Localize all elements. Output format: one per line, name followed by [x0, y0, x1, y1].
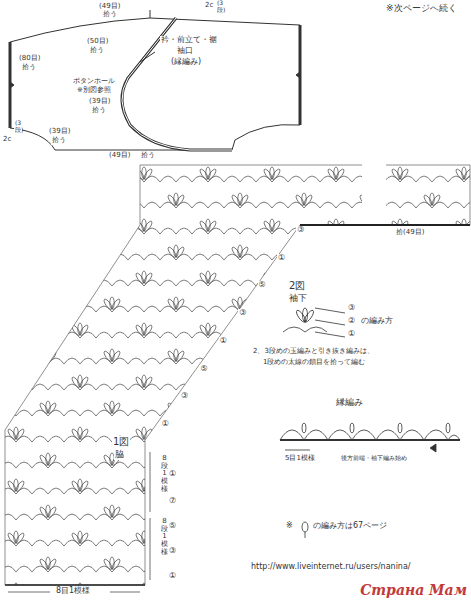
row-number-label: ①: [277, 254, 286, 263]
figure-title-label: 袖下: [288, 294, 308, 304]
note-label: 拾う: [21, 64, 37, 72]
row-number-label: ③: [347, 304, 356, 313]
stitch-count-label: (80目): [18, 55, 41, 63]
part-name-label: 衿・前立て・裾: [160, 36, 218, 45]
dimension-label: 2c: [2, 136, 12, 144]
row-number-label: ①: [161, 420, 170, 429]
stitch-count-label: (49目): [108, 152, 131, 160]
stitch-count-label: (39目): [88, 98, 111, 106]
stitch-count-label: 拾(49目): [395, 229, 425, 237]
note-label: 拾う: [51, 137, 67, 145]
dimension-label: (3段): [216, 0, 224, 13]
row-number-label: ①: [168, 470, 177, 479]
note-label: ※次ページへ続く: [385, 4, 458, 14]
note-label: 2、3段めの玉編みと引き抜き編みは、: [252, 348, 375, 356]
row-number-label: ①: [219, 337, 228, 346]
row-number-label: ⑤: [168, 522, 177, 531]
note-label: の編み方: [360, 317, 394, 326]
repeat-note-label: 5目1模様: [284, 455, 316, 463]
note-label: 拾う: [102, 11, 118, 19]
row-number-label: ③: [168, 547, 177, 556]
note-label: 1段めの太線の鎖目を拾って編む: [262, 359, 366, 367]
dimension-label: 2c: [204, 2, 214, 10]
row-number-label: ③: [296, 226, 305, 235]
watermark-label: http://www.liveinternet.ru/users/nanina/: [250, 563, 412, 572]
part-name-label: 袖口: [176, 47, 194, 56]
row-number-label: ③: [180, 392, 189, 401]
figure-title-label: 1図: [112, 436, 130, 447]
dimension-label: (3段): [14, 120, 22, 133]
figure-title-label: 2図: [288, 280, 306, 291]
row-number-label: ⑤: [199, 365, 208, 374]
row-number-label: ②: [347, 317, 356, 326]
row-number-label: ③: [238, 309, 247, 318]
figure-title-label: 脇: [114, 450, 125, 460]
note-label: 拾う: [89, 47, 105, 55]
note-label: 拾う: [91, 107, 107, 115]
note-label: の編み方は67ページ: [312, 522, 388, 531]
part-name-label: ボタンホール: [72, 78, 116, 86]
row-number-label: ①: [168, 572, 177, 581]
stitch-count-label: (49目): [98, 3, 121, 11]
note-label: ※別図参照: [76, 87, 112, 95]
row-number-label: ①: [347, 330, 356, 339]
row-number-label: ⑦: [168, 497, 177, 506]
repeat-note-label: 8目1模様: [55, 587, 91, 596]
stitch-count-label: (50目): [86, 38, 109, 46]
stitch-count-label: (39目): [48, 128, 71, 136]
part-name-label: (縁編み): [170, 58, 202, 67]
row-number-label: ⑤: [258, 281, 267, 290]
watermark-label: Страна Мам: [359, 583, 468, 598]
figure-title-label: 縁編み: [335, 398, 364, 408]
note-label: 後方前端・袖下編み始め: [340, 455, 408, 462]
note-label: 拾う: [140, 152, 156, 160]
note-label: ※: [285, 522, 294, 531]
